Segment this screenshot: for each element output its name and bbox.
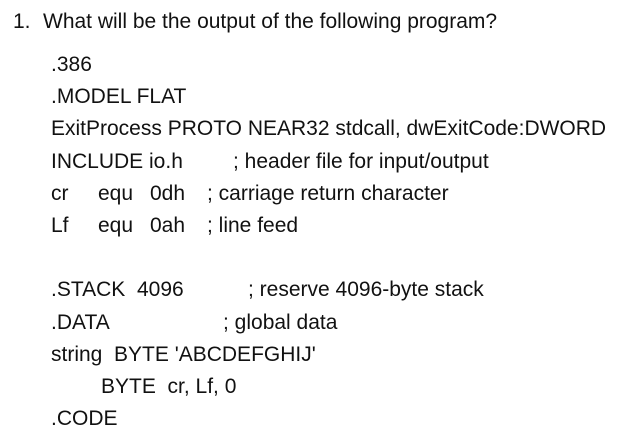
code-text: .DATA [51,310,110,334]
code-line-model-flat: .MODEL FLAT [51,81,628,113]
code-comment: ; reserve 4096-byte stack [248,278,484,302]
code-text: .CODE [51,407,118,431]
code-text: .386 [51,53,92,76]
question-line: 1. What will be the output of the follow… [0,10,628,36]
code-text: .STACK 4096 [51,278,184,302]
code-comment: ; global data [223,310,338,334]
code-value: 0dh [150,181,186,205]
code-comment: ; header file for input/output [233,149,489,173]
code-label: cr [51,181,69,205]
code-comment: ; line feed [207,213,299,237]
code-line-byte-cr-lf: BYTE cr, Lf, 0 [51,371,628,403]
code-line-exitprocess-proto: ExitProcess PROTO NEAR32 stdcall, dwExit… [51,113,628,145]
code-line-code-directive: .CODE [51,403,628,435]
code-line-stack: .STACK 4096 ; reserve 4096-byte stack [51,274,628,306]
code-line-string-byte: string BYTE 'ABCDEFGHIJ' [51,339,628,371]
code-line-include: INCLUDE io.h ; header file for input/out… [51,146,628,178]
code-operator: equ [98,181,134,205]
code-line-data: .DATA ; global data [51,307,628,339]
code-text: INCLUDE io.h [51,149,183,173]
code-line-directive-386: .386 [51,49,628,81]
code-comment: ; carriage return character [207,181,449,205]
code-text: .MODEL FLAT [51,85,187,109]
code-label: Lf [51,213,69,237]
code-block: .386 .MODEL FLAT ExitProcess PROTO NEAR3… [51,49,628,435]
code-value: 0ah [150,213,186,237]
code-text: ExitProcess PROTO NEAR32 stdcall, dwExit… [51,117,607,141]
code-text: string BYTE 'ABCDEFGHIJ' [51,342,316,366]
question-text: What will be the output of the following… [43,10,498,33]
code-line-blank [51,242,628,274]
code-line-lf-equ: Lf equ 0ah ; line feed [51,210,628,242]
code-line-cr-equ: cr equ 0dh ; carriage return character [51,178,628,210]
question-number: 1. [13,10,31,33]
code-operator: equ [98,213,134,237]
code-text: BYTE cr, Lf, 0 [101,374,237,398]
